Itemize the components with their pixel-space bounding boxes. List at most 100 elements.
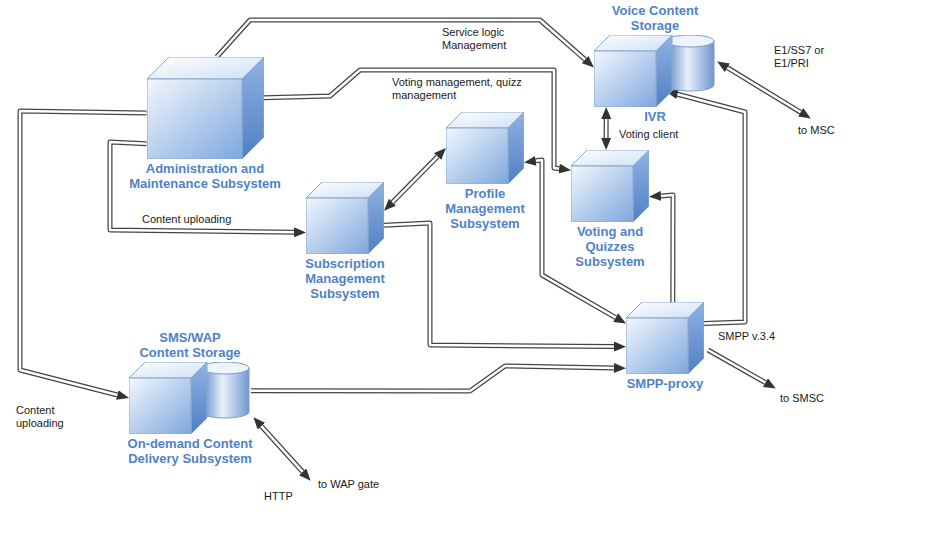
cube-front <box>147 79 242 159</box>
cube-front <box>129 378 191 434</box>
mss-trunk-line <box>727 68 800 113</box>
cube-front <box>571 166 633 222</box>
signal-label: E1/SS7 or E1/PRI <box>772 44 856 70</box>
proxy-box: SMPP-proxy <box>600 300 730 391</box>
pipe-core <box>217 20 585 59</box>
wap-link-line <box>261 426 302 472</box>
pipe-connector <box>606 119 607 138</box>
subsystem-box: Subscription Management Subsystem <box>280 180 410 301</box>
pipe-outline <box>392 157 437 203</box>
pipe-outline <box>708 350 765 383</box>
pipe-core <box>678 94 745 323</box>
cube-front <box>306 198 368 254</box>
edge-label: Content uploading <box>14 404 80 430</box>
server-icon <box>446 112 524 184</box>
server-icon <box>571 150 649 222</box>
cube-front <box>446 128 508 184</box>
cylinder-top <box>666 35 714 47</box>
pipe-outline <box>251 366 614 391</box>
storage-server-icon <box>129 362 251 434</box>
ivr-box: Voice Content StorageIVR <box>580 3 730 124</box>
box-holder <box>446 112 524 184</box>
pipe-core <box>251 366 614 391</box>
subsystem-name: Voting and Quizzes Subsystem <box>560 224 660 269</box>
pipe-outline <box>384 223 614 347</box>
cube-front <box>626 318 688 374</box>
edge-label: Voting client <box>617 128 680 141</box>
cube-shape <box>571 150 649 222</box>
box-holder <box>147 57 264 159</box>
cylinder-body <box>666 41 714 91</box>
cylinder-body <box>201 368 249 418</box>
subsystem-name: Subscription Management Subsystem <box>295 256 395 301</box>
pipe-outline <box>678 94 745 323</box>
cube-shape <box>594 35 672 107</box>
edge-label: Service logic Management <box>440 26 534 52</box>
edge-label: Voting management, quizz management <box>390 76 544 102</box>
cube-shape <box>626 302 704 374</box>
cube-side <box>688 302 704 374</box>
pipe-connector <box>384 223 614 347</box>
signal-label: SMPP v.3.4 <box>716 330 777 343</box>
subsystem-box: Profile Management Subsystem <box>420 110 550 231</box>
pipe-core <box>727 68 800 113</box>
server-icon <box>626 302 704 374</box>
box-holder <box>571 150 649 222</box>
storage-server-icon <box>594 35 716 107</box>
pipe-connector <box>392 157 437 203</box>
server-icon <box>306 182 384 254</box>
pipe-core <box>708 350 765 383</box>
storage-cylinder <box>666 35 714 91</box>
cube-side <box>656 35 672 107</box>
pipe-connector <box>661 195 673 302</box>
subsystem-name: SMPP-proxy <box>627 376 704 391</box>
pipe-core <box>661 195 673 302</box>
pipe-outline <box>20 111 147 395</box>
pipe-connector <box>217 20 585 59</box>
cube-shape <box>129 362 207 434</box>
storage-cylinder <box>201 362 249 418</box>
cube-shape <box>446 112 524 184</box>
subsystem-box: Administration and Maintenance Subsystem <box>120 55 290 191</box>
smsc-link-line <box>708 350 765 383</box>
cube-side <box>191 362 207 434</box>
pipe-core <box>392 157 437 203</box>
delivery-box: SMS/WAP Content StorageOn-demand Content… <box>110 330 270 466</box>
signal-label: to MSC <box>796 124 837 137</box>
pipe-core <box>20 111 147 395</box>
box-holder <box>626 302 704 374</box>
edge-label: Content uploading <box>140 213 233 226</box>
signal-label: to WAP gate <box>316 478 381 491</box>
subsystem-name: Profile Management Subsystem <box>435 186 535 231</box>
pipe-outline <box>727 68 800 113</box>
subsystem-name: IVR <box>644 109 666 124</box>
cube-front <box>594 51 656 107</box>
pipe-outline <box>661 195 673 302</box>
storage-title: Voice Content Storage <box>605 3 705 33</box>
storage-title: SMS/WAP Content Storage <box>135 330 245 360</box>
pipe-connector <box>20 111 147 395</box>
pipe-connector <box>251 366 614 391</box>
pipe-core <box>384 223 614 347</box>
cube-shape <box>306 182 384 254</box>
box-holder <box>594 35 716 107</box>
cube-side <box>508 112 524 184</box>
subsystem-name: Administration and Maintenance Subsystem <box>120 161 290 191</box>
signal-label: to SMSC <box>778 392 826 405</box>
cube-side <box>368 182 384 254</box>
pipe-outline <box>261 426 302 472</box>
pipe-core <box>261 426 302 472</box>
pipe-outline <box>217 20 585 59</box>
cube-shape <box>147 57 264 159</box>
box-holder <box>129 362 251 434</box>
box-holder <box>306 182 384 254</box>
signal-label: HTTP <box>262 490 295 503</box>
cylinder-top <box>201 362 249 374</box>
cube-side <box>242 57 264 159</box>
cube-side <box>633 150 649 222</box>
subsystem-box: Voting and Quizzes Subsystem <box>540 148 680 269</box>
pipe-outline <box>604 119 609 138</box>
subsystem-name: On-demand Content Delivery Subsystem <box>120 436 260 466</box>
pipe-core <box>605 119 608 138</box>
